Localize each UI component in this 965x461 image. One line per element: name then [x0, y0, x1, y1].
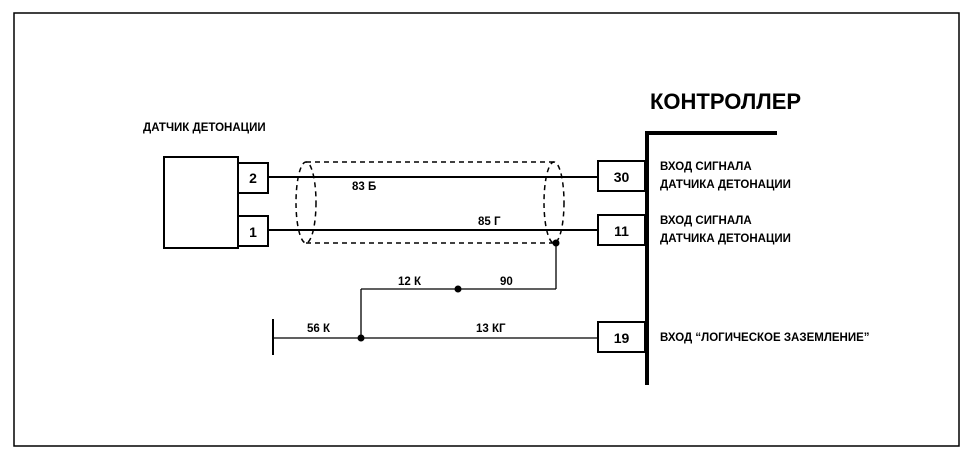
- sensor-pin-2-label: 2: [249, 170, 257, 186]
- controller-pin-30-box: [597, 160, 646, 192]
- controller-pin-11-box: [597, 214, 646, 246]
- controller-pin-30-label: 30: [614, 169, 630, 185]
- sensor-label: ДАТЧИК ДЕТОНАЦИИ: [143, 122, 266, 134]
- wire-12-label: 12 К: [398, 276, 422, 288]
- shield-left-end: [295, 161, 317, 244]
- wire-13-label: 13 КГ: [476, 323, 506, 335]
- input-30-line2: ДАТЧИКА ДЕТОНАЦИИ: [660, 179, 791, 191]
- input-30-line1: ВХОД СИГНАЛА: [660, 161, 752, 173]
- input-11-line1: ВХОД СИГНАЛА: [660, 215, 752, 227]
- sensor-body: [163, 156, 239, 249]
- input-11-line2: ДАТЧИКА ДЕТОНАЦИИ: [660, 233, 791, 245]
- wire-83-label: 83 Б: [352, 181, 376, 193]
- wire-90-label: 90: [500, 276, 513, 288]
- wire-85-label: 85 Г: [478, 216, 501, 228]
- controller-pin-19-box: [597, 321, 646, 353]
- controller-title: КОНТРОЛЛЕР: [650, 89, 801, 114]
- sensor-pin-1-box: [237, 215, 269, 247]
- junction-dot-shield: [552, 239, 560, 247]
- diagram-frame: [13, 12, 960, 447]
- controller-pin-19-label: 19: [614, 330, 630, 346]
- input-19-label: ВХОД “ЛОГИЧЕСКОЕ ЗАЗЕМЛЕНИЕ”: [660, 332, 870, 344]
- wire-56-label: 56 К: [307, 323, 331, 335]
- sensor-pin-1-label: 1: [249, 224, 257, 240]
- shield-right-end: [543, 161, 565, 244]
- controller-pin-11-label: 11: [614, 223, 629, 239]
- junction-dot-ground: [357, 334, 365, 342]
- junction-dot-12-90: [454, 285, 462, 293]
- sensor-pin-2-box: [237, 162, 269, 194]
